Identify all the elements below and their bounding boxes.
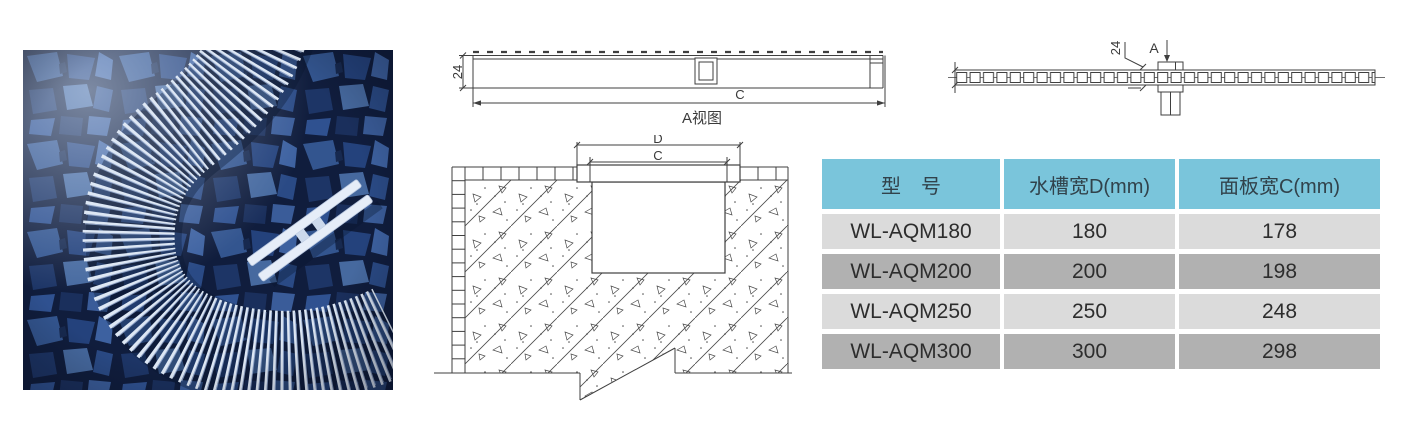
table-row-panel-width: 298 [1179, 334, 1380, 369]
pool-grating-photo-image [23, 5, 417, 408]
spec-table: 型 号 水槽宽D(mm) 面板宽C(mm) WL-AQM180 180 178 … [822, 159, 1380, 369]
drawing-view-a: 24 C A视图 [450, 25, 930, 133]
table-row-panel-width: 248 [1179, 294, 1380, 329]
table-row-model: WL-AQM250 [822, 294, 1000, 329]
view-a-width-label: C [735, 87, 744, 102]
view-a-caption: A视图 [682, 110, 722, 127]
table-row-panel-width: 198 [1179, 254, 1380, 289]
section-channel-width-label: D [653, 135, 662, 146]
table-row-channel-width: 300 [1004, 334, 1175, 369]
concrete-hatch [465, 180, 788, 400]
table-row-channel-width: 180 [1004, 214, 1175, 249]
spec-table-header-panel-width: 面板宽C(mm) [1179, 159, 1380, 209]
table-row-panel-width: 178 [1179, 214, 1380, 249]
section-panel-width-label: C [653, 148, 662, 163]
vignette [23, 50, 393, 390]
table-row-model: WL-AQM200 [822, 254, 1000, 289]
drawing-plan-view: 24 A [940, 12, 1405, 135]
product-photo [23, 5, 417, 408]
plan-view-thickness-label: 24 [1108, 41, 1123, 55]
table-row-model: WL-AQM180 [822, 214, 1000, 249]
spec-table-header-model: 型 号 [822, 159, 1000, 209]
table-row-channel-width: 200 [1004, 254, 1175, 289]
drawing-cross-section: D C [434, 131, 820, 430]
plan-view-section-mark: A [1149, 40, 1159, 56]
view-a-thickness-label: 24 [450, 65, 465, 79]
spec-table-header-channel-width: 水槽宽D(mm) [1004, 159, 1175, 209]
table-row-channel-width: 250 [1004, 294, 1175, 329]
table-row-model: WL-AQM300 [822, 334, 1000, 369]
